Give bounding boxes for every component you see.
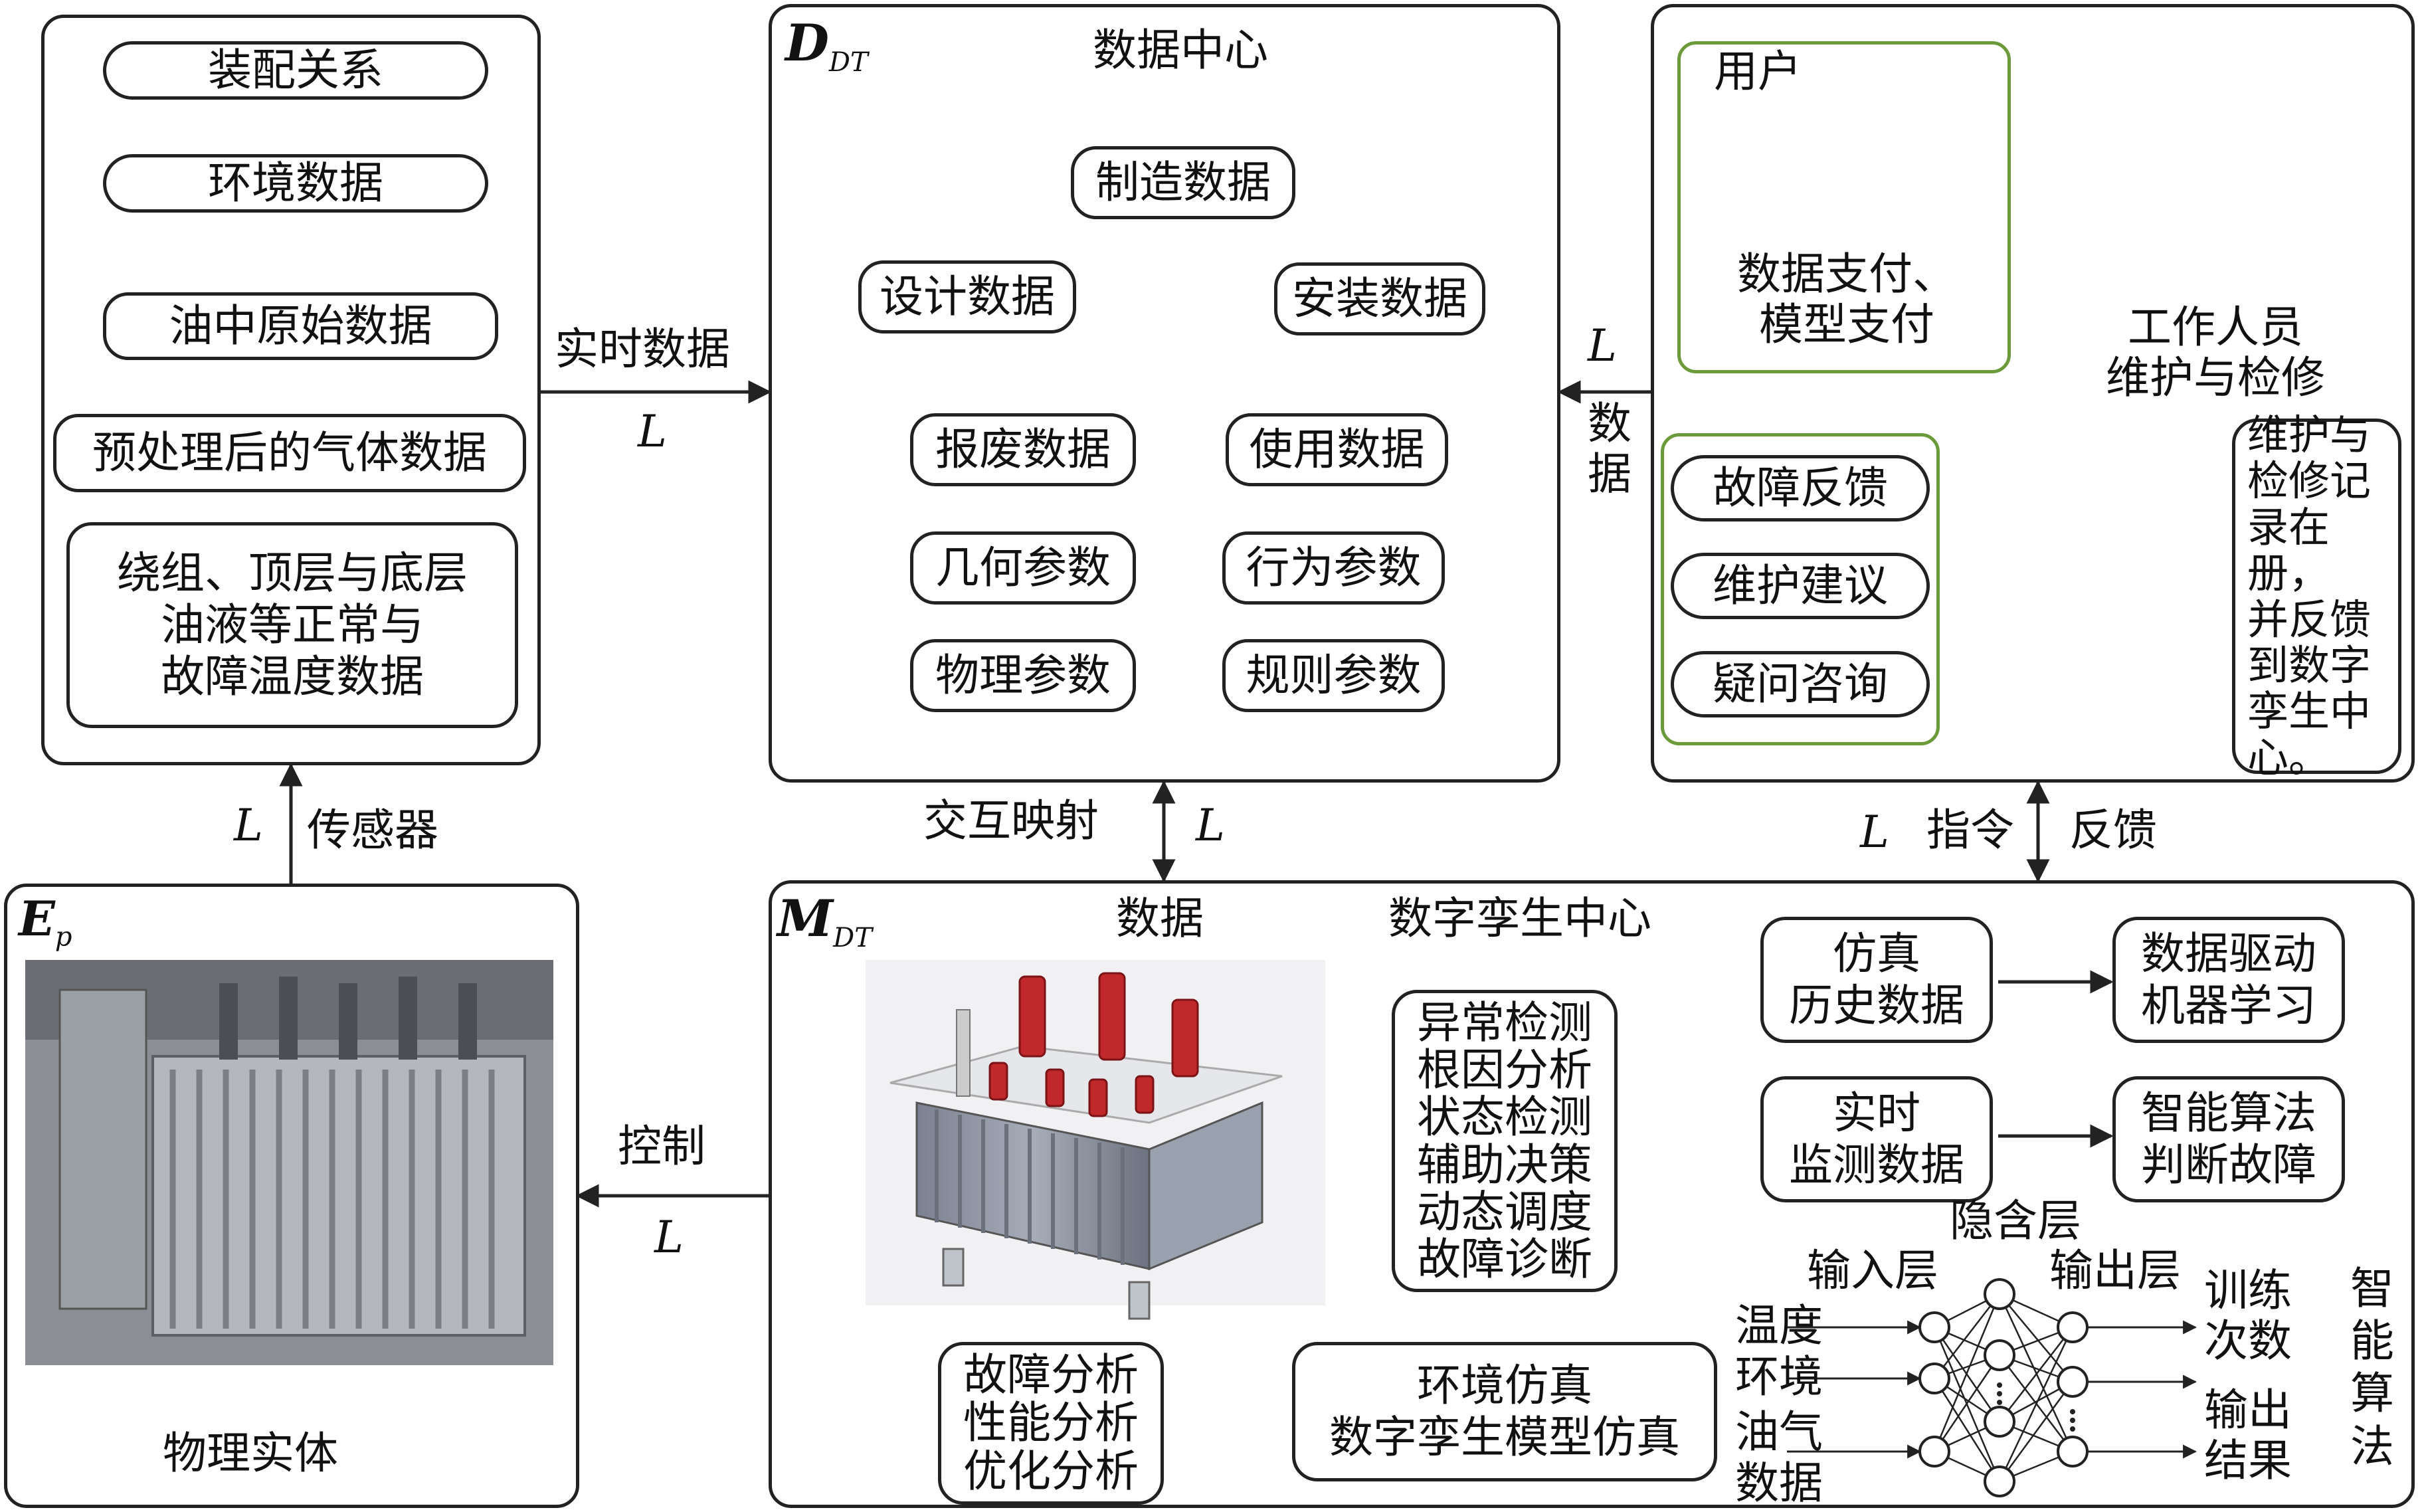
nn-input-temperature: 温度 xyxy=(1735,1300,1823,1351)
physical-entity-panel xyxy=(4,884,579,1508)
twin-center-symbol: MDT xyxy=(777,889,872,954)
digital-twin-transformer-model xyxy=(866,960,1325,1320)
link-label-L: L xyxy=(234,800,263,851)
sensor-label: 传感器 xyxy=(307,804,438,856)
usage-data-node: 使用数据 xyxy=(1226,413,1448,486)
fault-feedback-item: 故障反馈 xyxy=(1671,455,1930,521)
feedback-label: 反馈 xyxy=(2069,804,2157,856)
nn-input-oil-gas: 油气 xyxy=(1735,1406,1823,1458)
physical-transformer-photo xyxy=(25,960,553,1365)
nn-output-training: 训练 次数 xyxy=(2204,1265,2292,1367)
assembly-relation-item: 装配关系 xyxy=(103,41,488,100)
realtime-monitor-box: 实时 监测数据 xyxy=(1760,1076,1993,1202)
instruction-label: 指令 xyxy=(1926,804,2014,856)
design-data-node: 设计数据 xyxy=(858,260,1076,333)
control-label: 控制 xyxy=(618,1121,705,1172)
twin-functions-box: 异常检测 根因分析 状态检测 辅助决策 动态调度 故障诊断 xyxy=(1392,990,1618,1292)
maintenance-advice-item: 维护建议 xyxy=(1671,553,1930,619)
feedback-group-box xyxy=(1661,433,1940,745)
data-center-title: 数据中心 xyxy=(1093,25,1268,76)
physical-param-node: 物理参数 xyxy=(910,639,1136,712)
twin-center-title: 数字孪生中心 xyxy=(1388,893,1651,944)
user-payment-box xyxy=(1677,41,2011,373)
output-layer-label: 输出层 xyxy=(2049,1245,2181,1296)
data-center-symbol: DDT xyxy=(785,13,868,78)
scrap-data-node: 报废数据 xyxy=(910,413,1136,486)
environment-data-item: 环境数据 xyxy=(103,154,488,213)
physical-entity-symbol: Ep xyxy=(19,890,72,953)
installation-data-node: 安装数据 xyxy=(1274,262,1485,335)
payment-text: 数据支付、 模型支付 xyxy=(1737,248,1956,350)
sim-history-box: 仿真 历史数据 xyxy=(1760,917,1993,1043)
nn-input-data: 数据 xyxy=(1735,1458,1823,1509)
user-label: 用户 xyxy=(1714,46,1802,97)
nn-output-result: 输出 结果 xyxy=(2204,1384,2292,1486)
link-label-L: L xyxy=(654,1212,684,1263)
hidden-layer-label: 隐含层 xyxy=(1950,1195,2081,1246)
question-consult-item: 疑问咨询 xyxy=(1671,651,1930,717)
analysis-box: 故障分析 性能分析 优化分析 xyxy=(938,1342,1164,1505)
smart-algo-box: 智能算法 判断故障 xyxy=(2112,1076,2345,1202)
link-label-L: L xyxy=(1588,320,1617,371)
twin-data-label: 数据 xyxy=(1116,893,1204,944)
manufacturing-data-node: 制造数据 xyxy=(1071,146,1295,219)
temperature-data-item: 绕组、顶层与底层 油液等正常与 故障温度数据 xyxy=(66,522,518,728)
maintenance-record-note: 维护与 检修记 录在册， 并反馈 到数字 孪生中 心。 xyxy=(2232,412,2401,781)
geometry-param-node: 几何参数 xyxy=(910,531,1136,605)
physical-entity-label: 物理实体 xyxy=(163,1428,338,1479)
link-label-L: L xyxy=(1196,800,1225,851)
nn-input-environment: 环境 xyxy=(1735,1351,1823,1402)
neural-network-diagram xyxy=(1787,1278,2197,1497)
link-label-L: L xyxy=(638,406,667,457)
rule-param-node: 规则参数 xyxy=(1222,639,1445,712)
user-data-label: 数 据 xyxy=(1588,398,1632,500)
realtime-data-label: 实时数据 xyxy=(555,324,730,375)
behavior-param-node: 行为参数 xyxy=(1222,531,1445,605)
input-layer-label: 输入层 xyxy=(1807,1245,1938,1296)
digital-twin-panel xyxy=(769,880,2415,1508)
raw-oil-data-item: 油中原始数据 xyxy=(103,292,498,360)
mapping-label: 交互映射 xyxy=(923,795,1099,846)
smart-algorithm-vertical-label: 智 能 算 法 xyxy=(2350,1263,2394,1472)
ml-box: 数据驱动 机器学习 xyxy=(2112,917,2345,1043)
workers-caption: 工作人员 维护与检修 xyxy=(2106,302,2325,403)
simulation-box: 环境仿真 数字孪生模型仿真 xyxy=(1292,1342,1717,1481)
link-label-L: L xyxy=(1860,806,1889,858)
processed-gas-data-item: 预处理后的气体数据 xyxy=(53,414,526,492)
